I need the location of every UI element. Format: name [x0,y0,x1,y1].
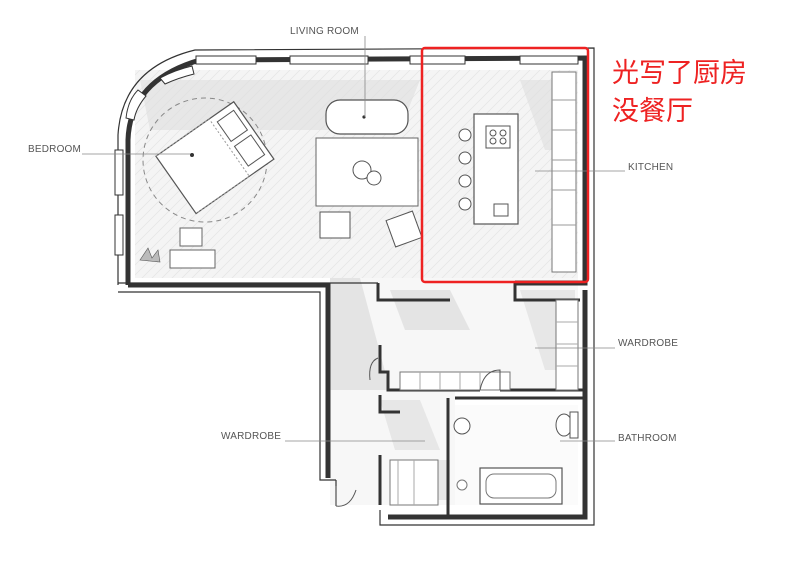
label-kitchen: KITCHEN [628,162,673,173]
doors [335,357,501,507]
bedroom-area [139,97,275,269]
label-bedroom: BEDROOM [28,144,81,155]
kitchen-highlight-box [420,46,590,284]
wardrobe-units [389,299,579,506]
living-room-area [315,99,423,248]
annotation-line-1: 光写了厨房 [612,58,747,89]
bathroom-area [453,411,579,505]
windows [114,55,579,256]
label-living-room: LIVING ROOM [290,26,359,37]
leader-lines [82,36,625,442]
label-bathroom: BATHROOM [618,433,677,444]
annotation-line-2: 没餐厅 [612,96,693,127]
label-wardrobe-right: WARDROBE [618,338,678,349]
kitchen-area [458,71,577,273]
label-wardrobe-left: WARDROBE [221,431,281,442]
